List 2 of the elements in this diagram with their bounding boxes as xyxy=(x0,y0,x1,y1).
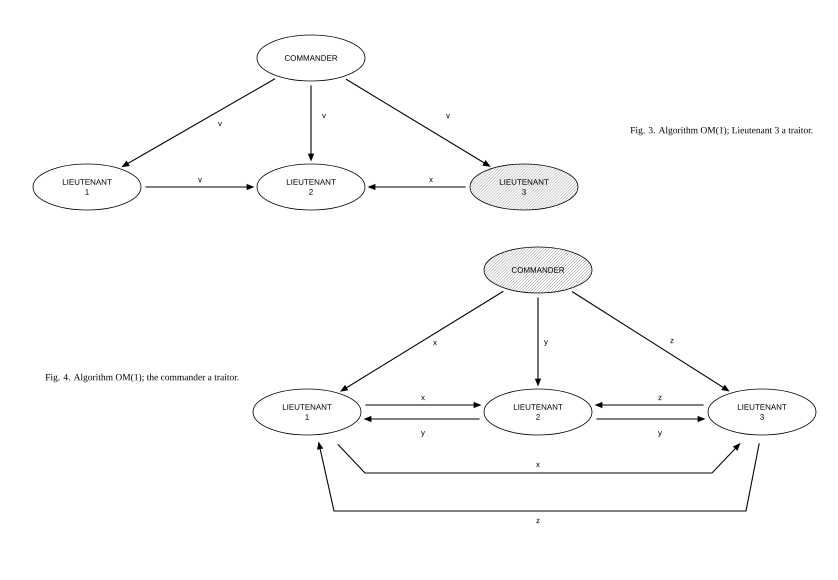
figure-caption: Fig. 3. Algorithm OM(1); Lieutenant 3 a traitor. xyxy=(630,126,813,136)
figure-caption: Fig. 4. Algorithm OM(1); the commander a traitor. xyxy=(45,374,239,382)
